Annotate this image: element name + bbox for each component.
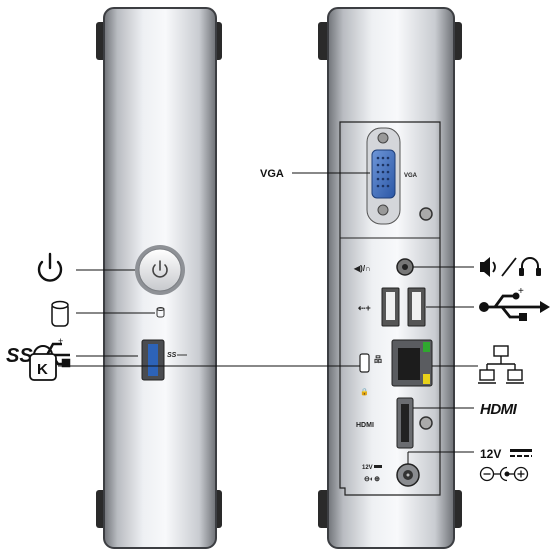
rear-usb-port-2-tongue [412,292,421,320]
hdd-led-icon [51,300,69,327]
lan-socket [398,348,420,380]
hdmi-small-label: HDMI [356,422,374,429]
dc-small-dc-symbol [374,465,382,468]
usb3-ss-label: SS [6,345,33,367]
vga-screw-bottom [377,204,389,216]
lan-led-green [423,342,430,352]
kensington-label: K [37,361,48,378]
network-lan-icon [478,345,524,384]
vga-screw-top [377,132,389,144]
front-callouts: SS + [6,252,155,368]
rear-io-plate [339,121,441,496]
audio-jack-hole [402,264,408,270]
dc-voltage-label: 12V [480,447,501,461]
rear-screw-1 [419,207,433,221]
speaker-headphone-icon [480,257,541,277]
dc-in-jack-pin [406,473,410,477]
vga-pins [376,156,390,188]
kensington-lock-icon: K [29,345,57,381]
usb-small-icon: ⇠+ [358,303,371,313]
dc-small-polarity: ⊖◐⊕ [364,476,380,483]
svg-text:+: + [58,336,63,346]
dc-power-icon [479,449,532,482]
lan-small-icon: 品 [374,355,382,364]
front-usb3-tongue [148,344,158,376]
rear-case-body [327,7,455,549]
hdd-led-icon [156,307,165,318]
dc-small-voltage: 12V [362,465,373,471]
rear-screw-2 [419,416,433,430]
lan-led-yellow [423,374,430,384]
usb-icon: + [479,286,550,321]
vga-label: VGA [260,168,284,180]
rear-panel: VGA ◀)/∩ ⇠+ 🔒 品 HDMI 12V ⊖◐⊕ [318,7,462,549]
front-usb3-ss-small: SS [167,352,177,359]
vga-port-text: VGA [404,173,418,179]
rear-usb-port-1-tongue [386,292,395,320]
power-icon [152,260,168,278]
front-panel: SS [96,7,222,549]
power-icon [37,252,63,282]
hdmi-socket [401,404,409,442]
hdmi-label: HDMI [480,401,518,418]
kensington-small-icon: 🔒 [360,388,369,396]
svg-text:+: + [518,286,524,297]
audio-small-icon: ◀)/∩ [353,264,371,273]
kensington-slot[interactable] [359,353,370,373]
rear-callouts: VGA + K [29,168,550,482]
